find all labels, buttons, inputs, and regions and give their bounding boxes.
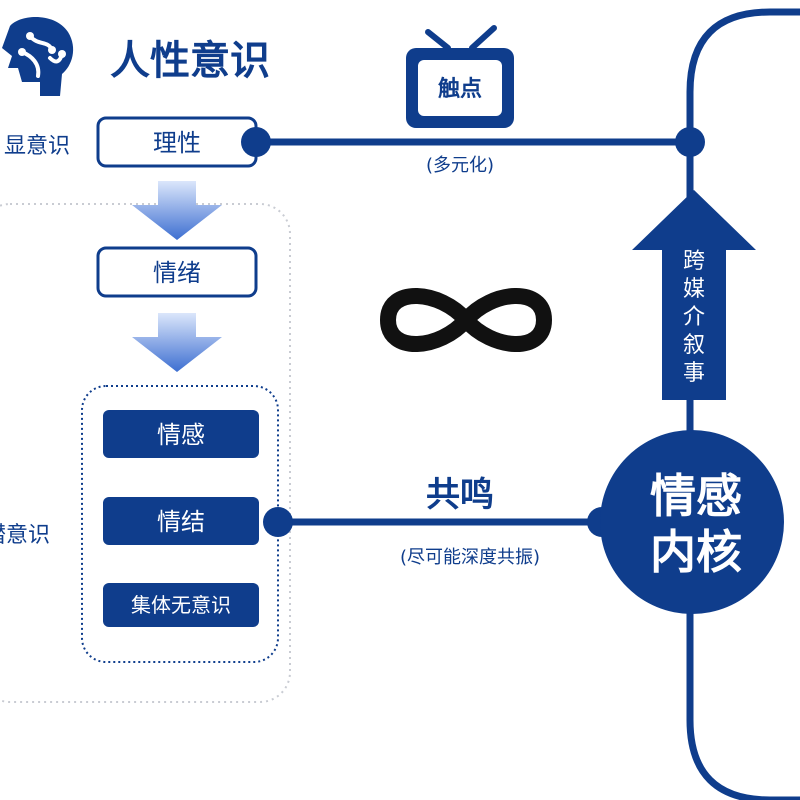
rational-label: 理性 — [153, 129, 201, 157]
right-track — [686, 8, 800, 800]
cross-media-char-3: 介 — [683, 305, 705, 330]
infinity-icon — [379, 288, 553, 352]
conscious-label: 显意识 — [4, 134, 70, 159]
cross-media-char-5: 事 — [683, 361, 705, 386]
cross-media-char-4: 叙 — [683, 333, 705, 358]
subconscious-outer-frame — [0, 203, 291, 703]
cross-media-up-arrow — [632, 190, 756, 400]
knot-node-dot — [263, 507, 293, 537]
cross-media-char-1: 跨 — [683, 249, 705, 274]
subconscious-label: 潜意识 — [0, 523, 50, 548]
resonance-caption: (尽可能深度共振) — [400, 547, 540, 568]
touchpoint-label: 触点 — [438, 76, 482, 102]
feeling-box — [103, 410, 259, 458]
cross-media-char-2: 媒 — [683, 277, 705, 302]
track-node-dot — [675, 127, 705, 157]
down-arrow-2 — [132, 313, 222, 372]
brain-head-icon — [2, 16, 74, 96]
core-line-2: 内核 — [650, 525, 742, 579]
emotion-mood-box — [96, 246, 258, 298]
emotion-mood-label: 情绪 — [153, 259, 201, 287]
page-title: 人性意识 — [110, 38, 270, 84]
rational-node-dot — [241, 127, 271, 157]
emotional-core-circle — [600, 430, 784, 614]
collective-label: 集体无意识 — [131, 593, 231, 617]
down-arrow-1 — [132, 181, 222, 240]
feeling-label: 情感 — [157, 421, 205, 449]
emotion-knot-label: 情结 — [157, 508, 205, 536]
resonance-label: 共鸣 — [426, 475, 494, 515]
touchpoint-caption: (多元化) — [426, 155, 494, 176]
subconscious-inner-frame — [81, 385, 279, 663]
core-line-1: 情感 — [650, 469, 742, 523]
tv-icon — [406, 25, 514, 128]
emotion-knot-box — [103, 497, 259, 545]
collective-box — [103, 583, 259, 627]
